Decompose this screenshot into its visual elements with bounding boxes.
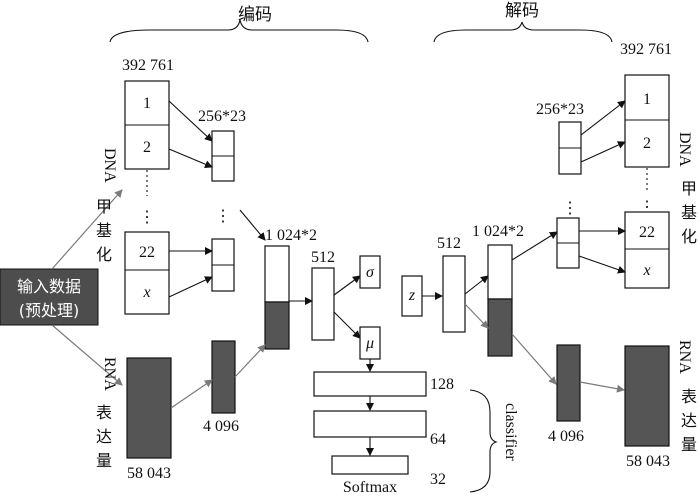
dna-side-label-latin: DNA — [101, 148, 118, 183]
decoder-dna-group-dots: ⋮ — [562, 200, 578, 217]
encoder-dna-cell-x: x — [142, 284, 150, 301]
encoder-rna-block — [126, 357, 172, 459]
decoder-rna-hidden-block — [556, 344, 581, 422]
encoder-rna-total: 58 043 — [127, 465, 171, 482]
decoder-dna-block-top — [624, 74, 670, 168]
classifier-layer-32-label: 32 — [430, 471, 446, 488]
decoder-rna-block — [624, 345, 670, 447]
dna-side-label-2: 基 — [96, 221, 112, 240]
encoder-sigma: σ — [366, 264, 375, 281]
encoder-rna-hidden-block — [211, 340, 236, 414]
decoder-concat-top — [487, 244, 513, 300]
encoder-mu: μ — [365, 335, 374, 352]
decoder-dna-side-label-latin: DNA — [676, 132, 693, 167]
decoder-dna-cell-x: x — [642, 262, 650, 279]
dna-side-label-3: 化 — [96, 245, 112, 264]
decoder-rna-side-label-3: 量 — [681, 435, 697, 454]
decoder-dna-cell-1: 1 — [643, 91, 651, 108]
encoder-concat-top — [264, 245, 290, 303]
decoder-dna-side-label-1: 甲 — [681, 179, 697, 198]
encoder-dna-cell-22: 22 — [139, 244, 155, 261]
input-label-line1: 输入数据 — [17, 277, 81, 296]
rna-side-label-latin: RNA — [101, 357, 118, 391]
encoder-dna-cell-1: 1 — [143, 95, 151, 112]
decoder-dna-block-bottom — [624, 211, 670, 289]
decoder-dna-cell-2: 2 — [643, 135, 651, 152]
encoder-dna-total: 392 761 — [122, 57, 174, 74]
dna-side-label-1: 甲 — [96, 197, 112, 216]
input-to-dna-arrow — [51, 189, 123, 270]
decoder-dna-cell-22: 22 — [639, 224, 655, 241]
encoder-concat-bottom — [264, 301, 290, 350]
classifier-softmax-label: Softmax — [343, 479, 397, 496]
encoder-sigma-box — [359, 255, 381, 289]
decoder-dna-group-size: 256*23 — [536, 101, 584, 118]
encoder-dna-dots: ⋮ — [139, 209, 155, 226]
decoder-dna-total: 392 761 — [620, 41, 672, 58]
encoder-rna-hidden-label: 4 096 — [203, 418, 239, 435]
encoder-hidden-label: 512 — [311, 249, 335, 266]
decoder-rna-hidden-label: 4 096 — [548, 428, 584, 445]
encoder-dna-cell-2: 2 — [143, 139, 151, 156]
rna-side-label-3: 量 — [96, 451, 112, 470]
encoder-brace — [109, 19, 369, 43]
encoder-dna-block-bottom — [124, 231, 170, 315]
classifier-brace — [469, 389, 498, 493]
classifier-layer-64 — [313, 410, 427, 438]
encoder-dna-group-dots: ⋮ — [215, 208, 231, 225]
encoder-title: 编码 — [238, 5, 272, 25]
decoder-title: 解码 — [505, 1, 539, 21]
encoder-dna-group-size: 256*23 — [198, 108, 246, 125]
classifier-label: classifier — [502, 403, 519, 461]
decoder-rna-side-label-1: 表 — [681, 387, 697, 406]
encoder-hidden-block — [311, 267, 335, 341]
rna-side-label-1: 表 — [96, 403, 112, 422]
classifier-layer-128-label: 128 — [430, 376, 454, 393]
decoder-z: z — [408, 287, 416, 304]
decoder-dna-side-label-2: 基 — [681, 203, 697, 222]
decoder-rna-side-label-latin: RNA — [676, 340, 693, 374]
input-label-line2: (预处理) — [19, 301, 80, 320]
decoder-concat-bottom — [487, 298, 513, 357]
decoder-hidden-block — [442, 255, 466, 333]
classifier-layer-128 — [313, 371, 427, 397]
input-box — [0, 268, 99, 326]
decoder-brace — [433, 21, 613, 43]
rna-side-label-2: 达 — [96, 427, 112, 446]
decoder-dna-side-label-3: 化 — [681, 227, 697, 246]
decoder-rna-total: 58 043 — [626, 453, 670, 470]
decoder-concat-label: 1 024*2 — [472, 223, 524, 240]
classifier-layer-64-label: 64 — [430, 431, 446, 448]
decoder-hidden-label: 512 — [437, 235, 461, 252]
decoder-rna-side-label-2: 达 — [681, 411, 697, 430]
input-to-rna-arrow — [51, 324, 123, 386]
encoder-concat-label: 1 024*2 — [265, 227, 317, 244]
classifier-softmax-box — [331, 455, 409, 475]
